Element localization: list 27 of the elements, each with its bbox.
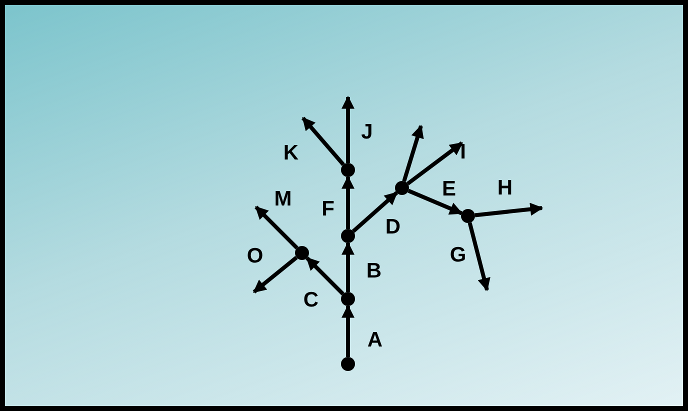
arrow xyxy=(474,202,544,218)
edge-label: C xyxy=(303,290,319,310)
edge-label: J xyxy=(361,122,373,142)
edge-label: H xyxy=(497,178,513,198)
arrow xyxy=(408,188,463,216)
edge-label: F xyxy=(322,198,334,220)
edge-label: M xyxy=(274,188,292,210)
arrow xyxy=(402,124,424,182)
edge-label: G xyxy=(450,244,466,266)
edge-label: B xyxy=(366,260,382,282)
arrow xyxy=(342,242,354,292)
arrow xyxy=(342,176,354,229)
arrow xyxy=(342,304,354,357)
edge-label: O xyxy=(246,246,264,266)
arrow xyxy=(352,191,398,233)
arrow xyxy=(306,256,344,296)
edge-label: I xyxy=(460,142,466,162)
arrow xyxy=(254,206,298,250)
edge-label: D xyxy=(385,216,401,238)
arrow xyxy=(252,256,298,294)
arrow xyxy=(301,116,345,166)
edge-label: A xyxy=(367,330,383,350)
arrow xyxy=(468,222,490,292)
arrow xyxy=(406,141,464,186)
edge-label: E xyxy=(442,178,456,200)
edge-label: K xyxy=(283,142,299,164)
arrow xyxy=(342,96,354,163)
